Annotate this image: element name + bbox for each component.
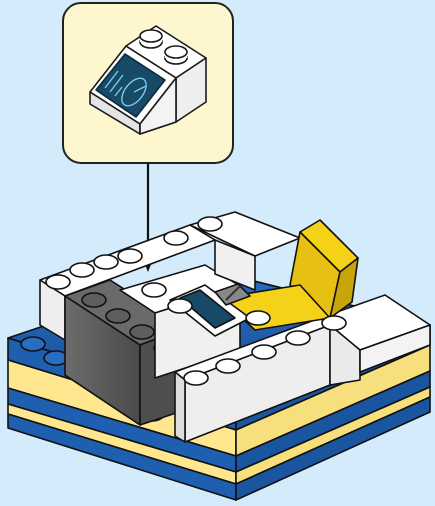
part-callout (63, 3, 233, 163)
